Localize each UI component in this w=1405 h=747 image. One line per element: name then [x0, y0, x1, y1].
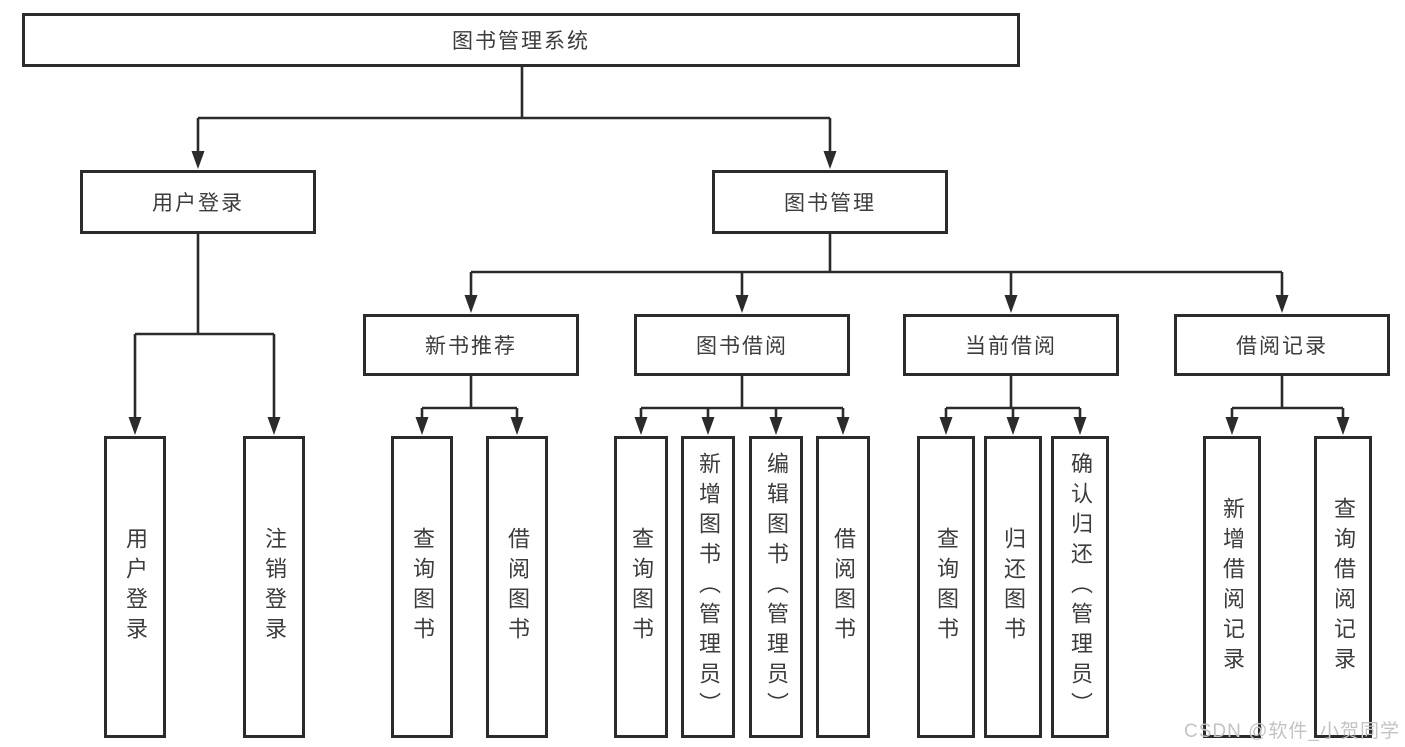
leaf-query-books-2: 查询图书: [614, 436, 668, 738]
node-book-borrow: 图书借阅: [634, 314, 850, 376]
arrow-group2: [1004, 295, 1018, 313]
node-root: 图书管理系统: [22, 13, 1020, 67]
node-user-login-label: 用户登录: [152, 192, 244, 215]
csdn-watermark: CSDN @软件_小贺同学: [1184, 721, 1400, 742]
arrow-g1c2: [769, 417, 783, 435]
leaf-add-borrow-record: 新增借阅记录: [1203, 436, 1261, 738]
node-new-book-recommend: 新书推荐: [363, 314, 579, 376]
node-book-mgmt: 图书管理: [712, 170, 948, 234]
leaf-edit-books-admin: 编辑图书（管理员）: [749, 436, 803, 738]
leaf-query-books-1-label: 查询图书: [410, 527, 435, 647]
leaf-query-books-2-label: 查询图书: [629, 527, 654, 647]
leaf-edit-books-admin-label: 编辑图书（管理员）: [764, 452, 789, 722]
arrow-login-leaf0: [128, 417, 142, 435]
arrow-g3c1: [1336, 417, 1350, 435]
node-current-borrow: 当前借阅: [903, 314, 1119, 376]
leaf-confirm-return-admin: 确认归还（管理员）: [1051, 436, 1109, 738]
leaf-confirm-return-admin-label: 确认归还（管理员）: [1068, 452, 1093, 722]
node-user-login: 用户登录: [80, 170, 316, 234]
node-book-mgmt-label: 图书管理: [784, 192, 876, 215]
node-new-book-recommend-label: 新书推荐: [425, 335, 517, 358]
arrow-g3c0: [1225, 417, 1239, 435]
arrow-group0: [464, 295, 478, 313]
leaf-add-borrow-record-label: 新增借阅记录: [1220, 497, 1245, 677]
node-book-borrow-label: 图书借阅: [696, 335, 788, 358]
leaf-user-login-label: 用户登录: [123, 527, 148, 647]
leaf-query-books-3-label: 查询图书: [934, 527, 959, 647]
leaf-logout-label: 注销登录: [262, 527, 287, 647]
arrow-login-leaf1: [267, 417, 281, 435]
arrow-g1c0: [634, 417, 648, 435]
node-root-label: 图书管理系统: [452, 30, 590, 53]
arrowheads: [128, 151, 1350, 435]
leaf-borrow-books-1: 借阅图书: [486, 436, 548, 738]
node-current-borrow-label: 当前借阅: [965, 335, 1057, 358]
edge-group1-split: [639, 376, 845, 419]
leaf-logout: 注销登录: [243, 436, 305, 738]
arrow-login: [191, 151, 205, 169]
arrow-g0c1: [510, 417, 524, 435]
leaf-borrow-books-2-label: 借阅图书: [831, 527, 856, 647]
leaf-borrow-books-1-label: 借阅图书: [505, 527, 530, 647]
arrow-group3: [1275, 295, 1289, 313]
arrow-g0c0: [415, 417, 429, 435]
edge-mgmt-split: [469, 234, 1284, 297]
leaf-query-borrow-record-label: 查询借阅记录: [1331, 497, 1356, 677]
leaf-user-login: 用户登录: [104, 436, 166, 738]
edge-group2-split: [944, 376, 1082, 419]
leaf-return-books: 归还图书: [984, 436, 1042, 738]
node-borrow-records-label: 借阅记录: [1236, 335, 1328, 358]
edge-group3-split: [1230, 376, 1345, 419]
edge-root-split: [196, 67, 832, 152]
edge-group0-split: [420, 376, 519, 419]
leaf-query-books-1: 查询图书: [391, 436, 453, 738]
leaf-add-books-admin: 新增图书（管理员）: [681, 436, 735, 738]
leaf-add-books-admin-label: 新增图书（管理员）: [696, 452, 721, 722]
arrow-mgmt: [823, 151, 837, 169]
arrow-g2c0: [939, 417, 953, 435]
edge-login-split: [133, 234, 276, 419]
arrow-g1c3: [836, 417, 850, 435]
leaf-borrow-books-2: 借阅图书: [816, 436, 870, 738]
leaf-query-books-3: 查询图书: [917, 436, 975, 738]
arrow-g2c1: [1006, 417, 1020, 435]
leaf-query-borrow-record: 查询借阅记录: [1314, 436, 1372, 738]
arrow-g2c2: [1073, 417, 1087, 435]
node-borrow-records: 借阅记录: [1174, 314, 1390, 376]
arrow-group1: [735, 295, 749, 313]
arrow-g1c1: [701, 417, 715, 435]
leaf-return-books-label: 归还图书: [1001, 527, 1026, 647]
